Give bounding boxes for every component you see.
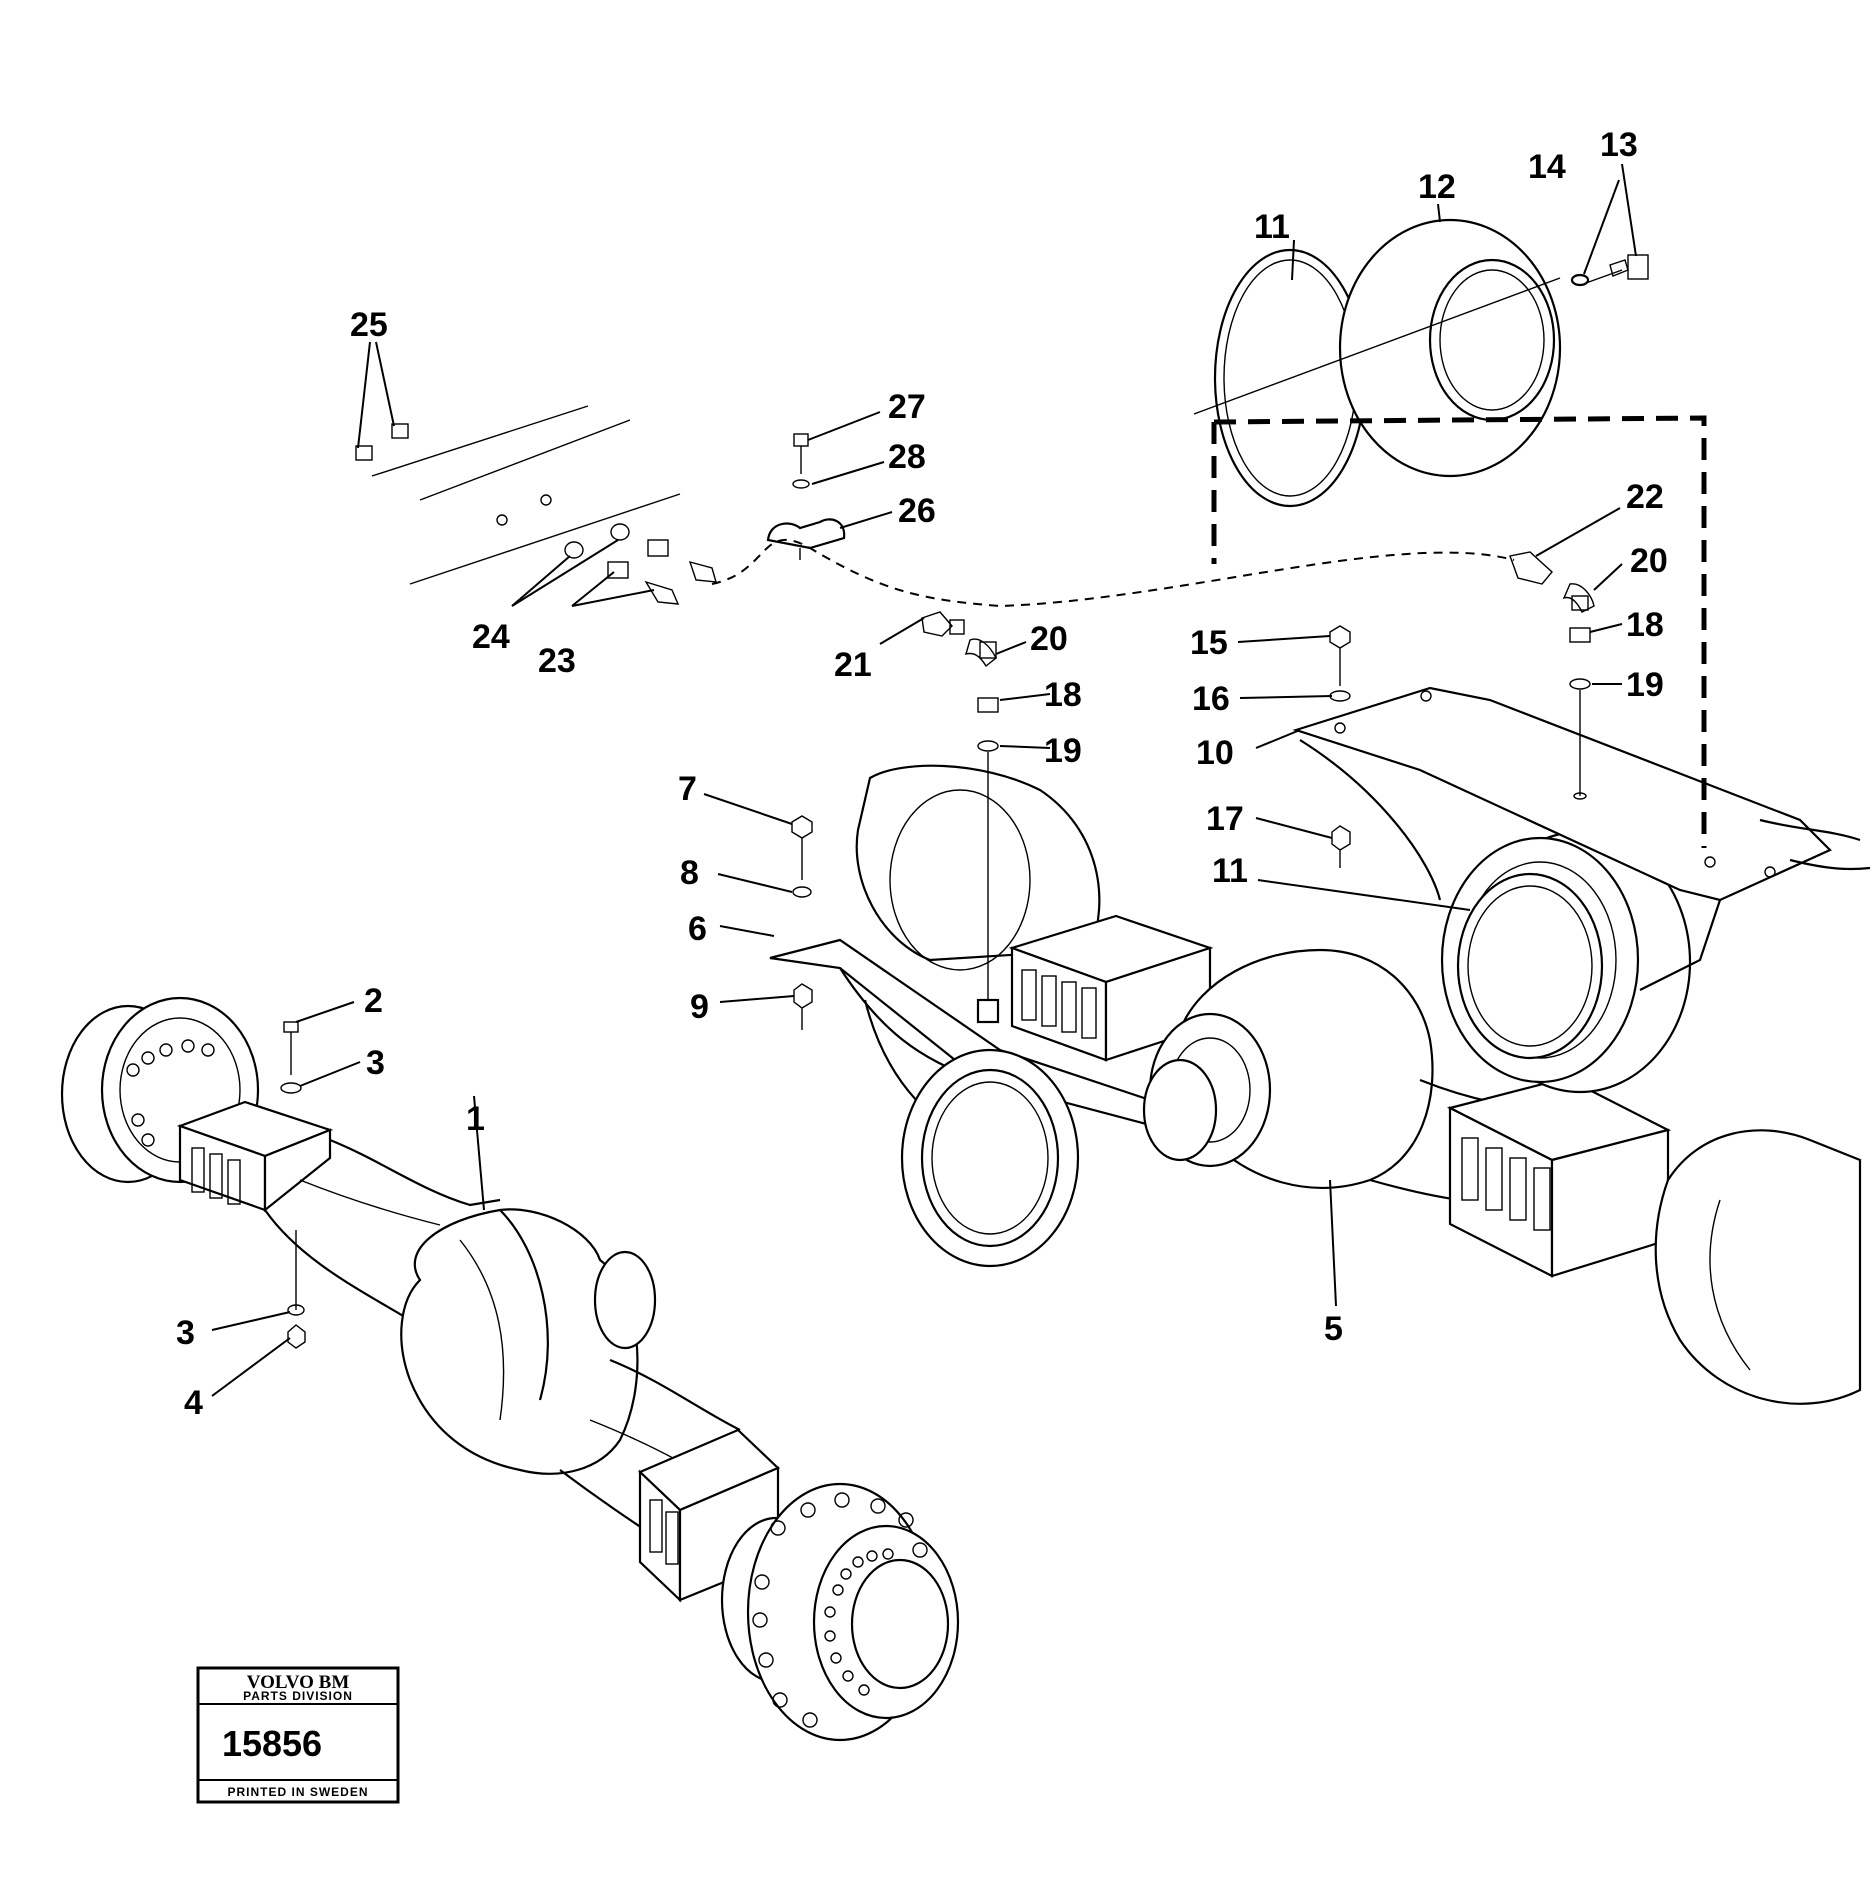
callout-10: 10 (1196, 734, 1234, 772)
callout-3: 3 (366, 1044, 385, 1082)
callout-27: 27 (888, 388, 926, 426)
callout-12: 12 (1418, 168, 1456, 206)
callout-16: 16 (1192, 680, 1230, 718)
leader-lines (211, 163, 1637, 1397)
callout-20: 20 (1030, 620, 1068, 658)
callout-3: 3 (176, 1314, 195, 1352)
callout-1: 1 (466, 1100, 485, 1138)
callout-28: 28 (888, 438, 926, 476)
callout-22: 22 (1626, 478, 1664, 516)
badge-number: 15856 (222, 1723, 322, 1764)
callout-19: 19 (1044, 732, 1082, 770)
callout-25: 25 (350, 306, 388, 344)
callout-11: 11 (1212, 852, 1248, 890)
callout-13: 13 (1600, 126, 1638, 164)
callout-18: 18 (1626, 606, 1664, 644)
callout-17: 17 (1206, 800, 1244, 838)
rear-axle (769, 595, 1871, 1405)
badge-division: PARTS DIVISION (243, 1689, 353, 1703)
callout-23: 23 (538, 642, 576, 680)
callout-19: 19 (1626, 666, 1664, 704)
callout-21: 21 (834, 646, 872, 684)
callout-7: 7 (678, 770, 697, 808)
callout-11: 11 (1254, 208, 1290, 246)
callout-6: 6 (688, 910, 707, 948)
badge-brand: VOLVO BM (247, 1672, 350, 1693)
callout-5: 5 (1324, 1310, 1343, 1348)
callout-9: 9 (690, 988, 709, 1026)
callout-18: 18 (1044, 676, 1082, 714)
volvo-bm-parts-badge: VOLVO BM PARTS DIVISION 15856 PRINTED IN… (196, 1666, 400, 1804)
callout-4: 4 (184, 1384, 203, 1422)
callout-8: 8 (680, 854, 699, 892)
callout-2: 2 (364, 982, 383, 1020)
callout-14: 14 (1528, 148, 1566, 186)
ring-cover-assembly (1193, 218, 1707, 848)
callout-15: 15 (1190, 624, 1228, 662)
badge-footer: PRINTED IN SWEDEN (227, 1785, 368, 1799)
front-axle (60, 996, 960, 1742)
callout-20: 20 (1630, 542, 1668, 580)
callout-26: 26 (898, 492, 936, 530)
grease-line-assembly (355, 405, 1595, 668)
callout-24: 24 (472, 618, 510, 656)
callouts: 1 2 3 3 4 5 6 7 8 9 10 11 11 12 13 14 15… (176, 126, 1668, 1422)
